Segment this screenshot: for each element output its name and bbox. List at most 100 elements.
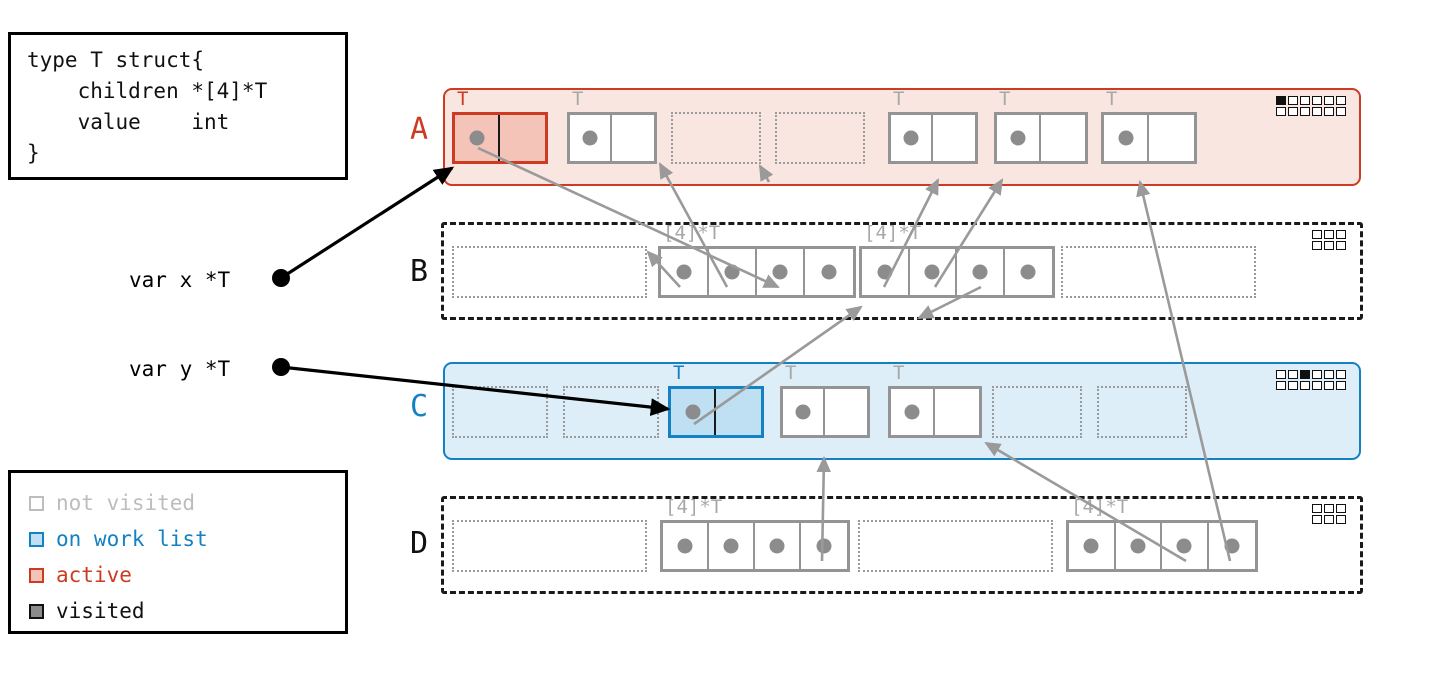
pointer-dot bbox=[877, 264, 893, 280]
pointer-dot bbox=[1020, 264, 1036, 280]
pointer-dot bbox=[1010, 130, 1026, 146]
array-element-1 bbox=[910, 249, 957, 295]
row-d-array-0 bbox=[660, 520, 850, 572]
legend-item-visited: visited bbox=[29, 593, 345, 629]
legend-swatch-visited bbox=[29, 603, 44, 619]
grid-cell-empty bbox=[1276, 107, 1286, 116]
legend-item-on-work-list: on work list bbox=[29, 521, 345, 557]
pointer-dot bbox=[972, 264, 988, 280]
grid-row bbox=[1276, 107, 1346, 116]
row-b-array-0 bbox=[658, 246, 856, 298]
grid-cell-empty bbox=[1336, 515, 1346, 524]
row-b-empty-slot-1 bbox=[1061, 246, 1256, 298]
grid-cell-empty bbox=[1312, 370, 1322, 379]
cell-children-field bbox=[891, 389, 935, 435]
grid-cell-empty bbox=[1336, 96, 1346, 105]
pointer-dot bbox=[769, 538, 785, 554]
grid-cell-empty bbox=[1324, 107, 1334, 116]
grid-cell-empty bbox=[1324, 96, 1334, 105]
row-d-array-1 bbox=[1066, 520, 1258, 572]
array-element-3 bbox=[805, 249, 853, 295]
pointer-dot bbox=[724, 264, 740, 280]
struct-code-line-1: children *[4]*T bbox=[27, 79, 268, 103]
cell-value-field bbox=[500, 115, 545, 161]
array-element-0 bbox=[663, 523, 709, 569]
pointer-dot bbox=[924, 264, 940, 280]
row-label-b: B bbox=[410, 254, 429, 289]
pointer-dot bbox=[582, 130, 598, 146]
row-a-type-label-5: T bbox=[999, 88, 1011, 110]
row-c-type-label-4: T bbox=[893, 362, 905, 384]
array-element-1 bbox=[1116, 523, 1162, 569]
row-c-empty-slot-1 bbox=[563, 386, 659, 438]
row-c-struct-cell-3 bbox=[780, 386, 870, 438]
grid-cell-empty bbox=[1312, 230, 1322, 239]
pointer-dot bbox=[723, 538, 739, 554]
legend-swatch-on-work-list bbox=[29, 531, 44, 547]
row-c-empty-slot-5 bbox=[992, 386, 1082, 438]
grid-cell-empty bbox=[1324, 241, 1334, 250]
row-c-struct-cell-4 bbox=[888, 386, 982, 438]
grid-cell-empty bbox=[1312, 515, 1322, 524]
legend-swatch-not-visited bbox=[29, 495, 44, 511]
row-label-d: D bbox=[410, 526, 429, 561]
grid-cell-empty bbox=[1336, 107, 1346, 116]
grid-row bbox=[1276, 381, 1346, 390]
cell-value-field bbox=[612, 115, 654, 161]
row-a-empty-slot-3 bbox=[775, 112, 865, 164]
pointer-dot bbox=[1118, 130, 1133, 146]
grid-cell-empty bbox=[1300, 381, 1310, 390]
row-b-occupancy-grid-icon bbox=[1312, 230, 1346, 250]
row-d-empty-slot-0 bbox=[452, 520, 647, 572]
cell-children-field bbox=[671, 389, 716, 435]
grid-cell-empty bbox=[1288, 370, 1298, 379]
struct-code-line-2: value int bbox=[27, 110, 230, 134]
grid-cell-empty bbox=[1276, 381, 1286, 390]
row-label-a: A bbox=[410, 112, 429, 147]
grid-cell-empty bbox=[1288, 381, 1298, 390]
grid-cell-empty bbox=[1300, 107, 1310, 116]
grid-cell-empty bbox=[1288, 107, 1298, 116]
cell-value-field bbox=[1149, 115, 1194, 161]
row-c-occupancy-grid-icon bbox=[1276, 370, 1346, 390]
array-element-1 bbox=[709, 249, 757, 295]
array-element-3 bbox=[801, 523, 847, 569]
row-d-occupancy-grid-icon bbox=[1312, 504, 1346, 524]
struct-code-line-0: type T struct{ bbox=[27, 48, 205, 72]
legend-item-active: active bbox=[29, 557, 345, 593]
grid-row bbox=[1312, 515, 1346, 524]
array-element-1 bbox=[709, 523, 755, 569]
legend-label-active: active bbox=[56, 562, 132, 587]
cell-children-field bbox=[783, 389, 825, 435]
pointer-dot bbox=[1176, 538, 1192, 554]
legend-swatch-active bbox=[29, 567, 44, 583]
row-a-occupancy-grid-icon bbox=[1276, 96, 1346, 116]
pointer-dot bbox=[1130, 538, 1146, 554]
cell-children-field bbox=[891, 115, 933, 161]
array-element-3 bbox=[1005, 249, 1053, 295]
array-element-2 bbox=[1162, 523, 1209, 569]
grid-cell-empty bbox=[1336, 381, 1346, 390]
grid-cell-empty bbox=[1276, 370, 1286, 379]
grid-cell-filled bbox=[1300, 370, 1310, 379]
var-x-label: var x *T bbox=[129, 268, 231, 292]
grid-row bbox=[1312, 504, 1346, 513]
grid-cell-empty bbox=[1324, 381, 1334, 390]
row-c-struct-cell-2 bbox=[668, 386, 764, 438]
pointer-dot bbox=[685, 404, 700, 420]
var-y-label: var y *T bbox=[129, 357, 231, 381]
row-b-array-1 bbox=[859, 246, 1055, 298]
pointer-dot bbox=[469, 130, 484, 146]
grid-cell-empty bbox=[1336, 241, 1346, 250]
legend-label-visited: visited bbox=[56, 598, 145, 623]
cell-value-field bbox=[933, 115, 975, 161]
row-a-struct-cell-4 bbox=[888, 112, 978, 164]
row-a-struct-cell-5 bbox=[994, 112, 1088, 164]
pointer-dot bbox=[676, 264, 692, 280]
cell-value-field bbox=[935, 389, 979, 435]
row-a-struct-cell-1 bbox=[567, 112, 657, 164]
grid-cell-empty bbox=[1300, 96, 1310, 105]
cell-value-field bbox=[1041, 115, 1085, 161]
pointer-dot bbox=[677, 538, 693, 554]
grid-cell-filled bbox=[1276, 96, 1286, 105]
